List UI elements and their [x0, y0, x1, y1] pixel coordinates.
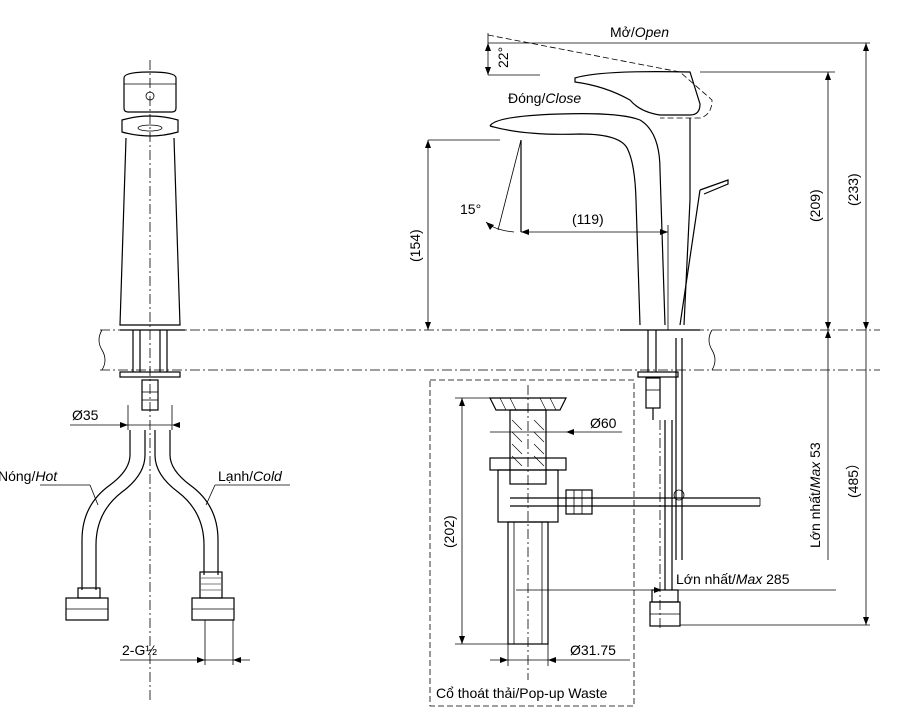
label-dim-202: (202) — [441, 515, 457, 548]
label-dim-d60: Ø60 — [590, 415, 617, 431]
label-dim-485: (485） — [845, 456, 861, 498]
label-popup-waste: Cổ thoát thải/Pop-up Waste — [436, 685, 608, 701]
dimensions-side — [425, 33, 870, 626]
label-thread: 2-G½ — [122, 642, 157, 658]
label-dim-209: (209) — [807, 189, 823, 222]
label-angle-15: 15° — [460, 201, 481, 217]
label-dim-233: (233) — [845, 173, 861, 206]
label-hot: Nóng/Hot — [0, 468, 58, 484]
label-open: Mở/Open — [610, 24, 669, 40]
faucet-front-view — [40, 60, 290, 700]
popup-waste — [429, 379, 635, 707]
label-dim-154: (154) — [407, 229, 423, 262]
label-max-285: Lớn nhất/Max 285 — [676, 571, 790, 587]
label-close: Đóng/Close — [508, 90, 581, 106]
label-angle-22: 22° — [495, 47, 511, 68]
label-dim-d35: Ø35 — [72, 407, 99, 423]
faucet-side-view — [485, 34, 761, 630]
label-dim-119: (119) — [572, 211, 604, 227]
label-max-53: Lớn nhất/Max 53 — [807, 442, 823, 548]
label-dim-d3175: Ø31.75 — [570, 642, 616, 658]
label-cold: Lạnh/Cold — [218, 468, 283, 484]
countertop — [98, 329, 880, 371]
